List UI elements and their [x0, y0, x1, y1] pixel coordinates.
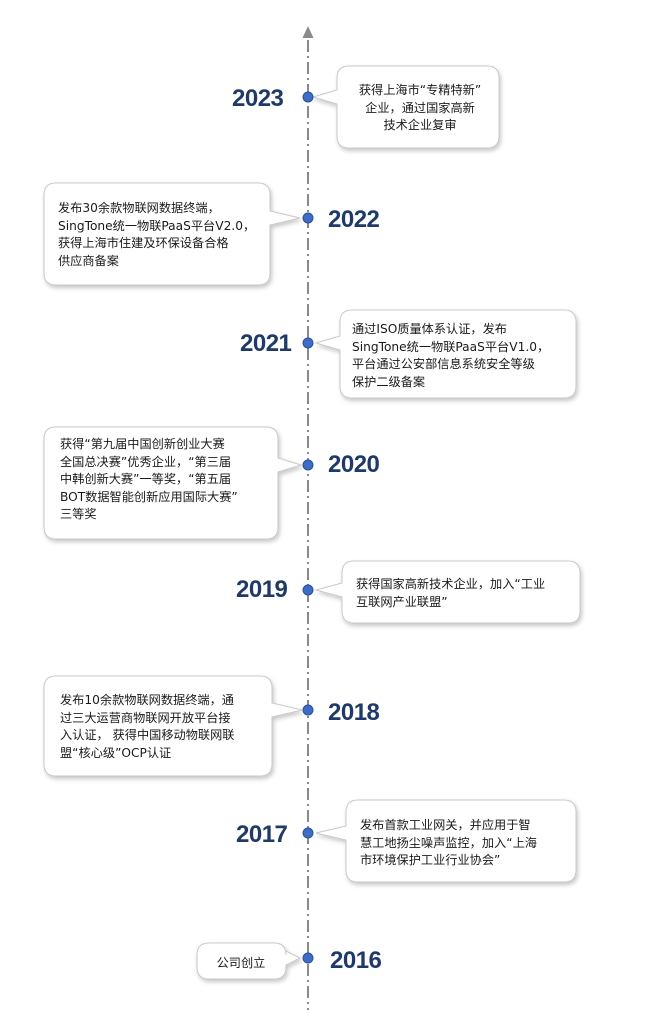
timeline-dot-2018	[302, 704, 314, 716]
year-label-2022: 2022	[328, 206, 380, 233]
timeline-dot-2021	[302, 337, 314, 349]
timeline-dot-2023	[302, 91, 314, 103]
year-label-2019: 2019	[236, 576, 288, 603]
year-label-2023: 2023	[232, 85, 284, 112]
timeline-arrow-head	[302, 26, 314, 38]
event-text-2017: 发布首款工业网关，并应用于智 慧工地扬尘噪声监控，加入“上海 市环境保护工业行业…	[360, 818, 537, 867]
year-label-2021: 2021	[240, 330, 292, 357]
timeline-dot-2022	[302, 212, 314, 224]
event-bubble-2023	[311, 65, 500, 149]
event-text-2016: 公司创立	[216, 956, 266, 970]
timeline-dot-2016	[302, 952, 314, 964]
year-label-2016: 2016	[330, 947, 382, 974]
event-bubble-2016	[196, 942, 302, 980]
year-label-2018: 2018	[328, 699, 380, 726]
event-text-2020: 获得“第九届中国创新创业大赛 全国总决赛”优秀企业，“第三届 中韩创新大赛”一等…	[60, 437, 238, 521]
event-bubble-2018	[43, 675, 303, 777]
event-text-2022: 发布30余款物联网数据终端， SingTone统一物联PaaS平台V2.0， 获…	[58, 201, 256, 268]
timeline-dot-2019	[302, 584, 314, 596]
event-text-2023: 获得上海市“专精特新” 企业，通过国家高新 技术企业复审	[358, 83, 482, 132]
event-text-2018: 发布10余款物联网数据终端，通 过三大运营商物联网开放平台接 入认证， 获得中国…	[60, 693, 235, 760]
timeline-dot-2020	[302, 459, 314, 471]
timeline-dot-2017	[302, 827, 314, 839]
event-text-2019: 获得国家高新技术企业，加入“工业 互联网产业联盟”	[356, 577, 546, 609]
event-bubble-2017	[315, 799, 577, 883]
event-bubble-2020	[43, 426, 303, 540]
year-label-2017: 2017	[236, 821, 288, 848]
event-bubble-2022	[43, 182, 301, 286]
year-label-2020: 2020	[328, 451, 380, 478]
event-text-2021: 通过ISO质量体系认证，发布 SingTone统一物联PaaS平台V1.0， 平…	[352, 322, 550, 389]
event-bubble-2021	[314, 309, 577, 399]
event-bubble-2019	[314, 560, 581, 624]
